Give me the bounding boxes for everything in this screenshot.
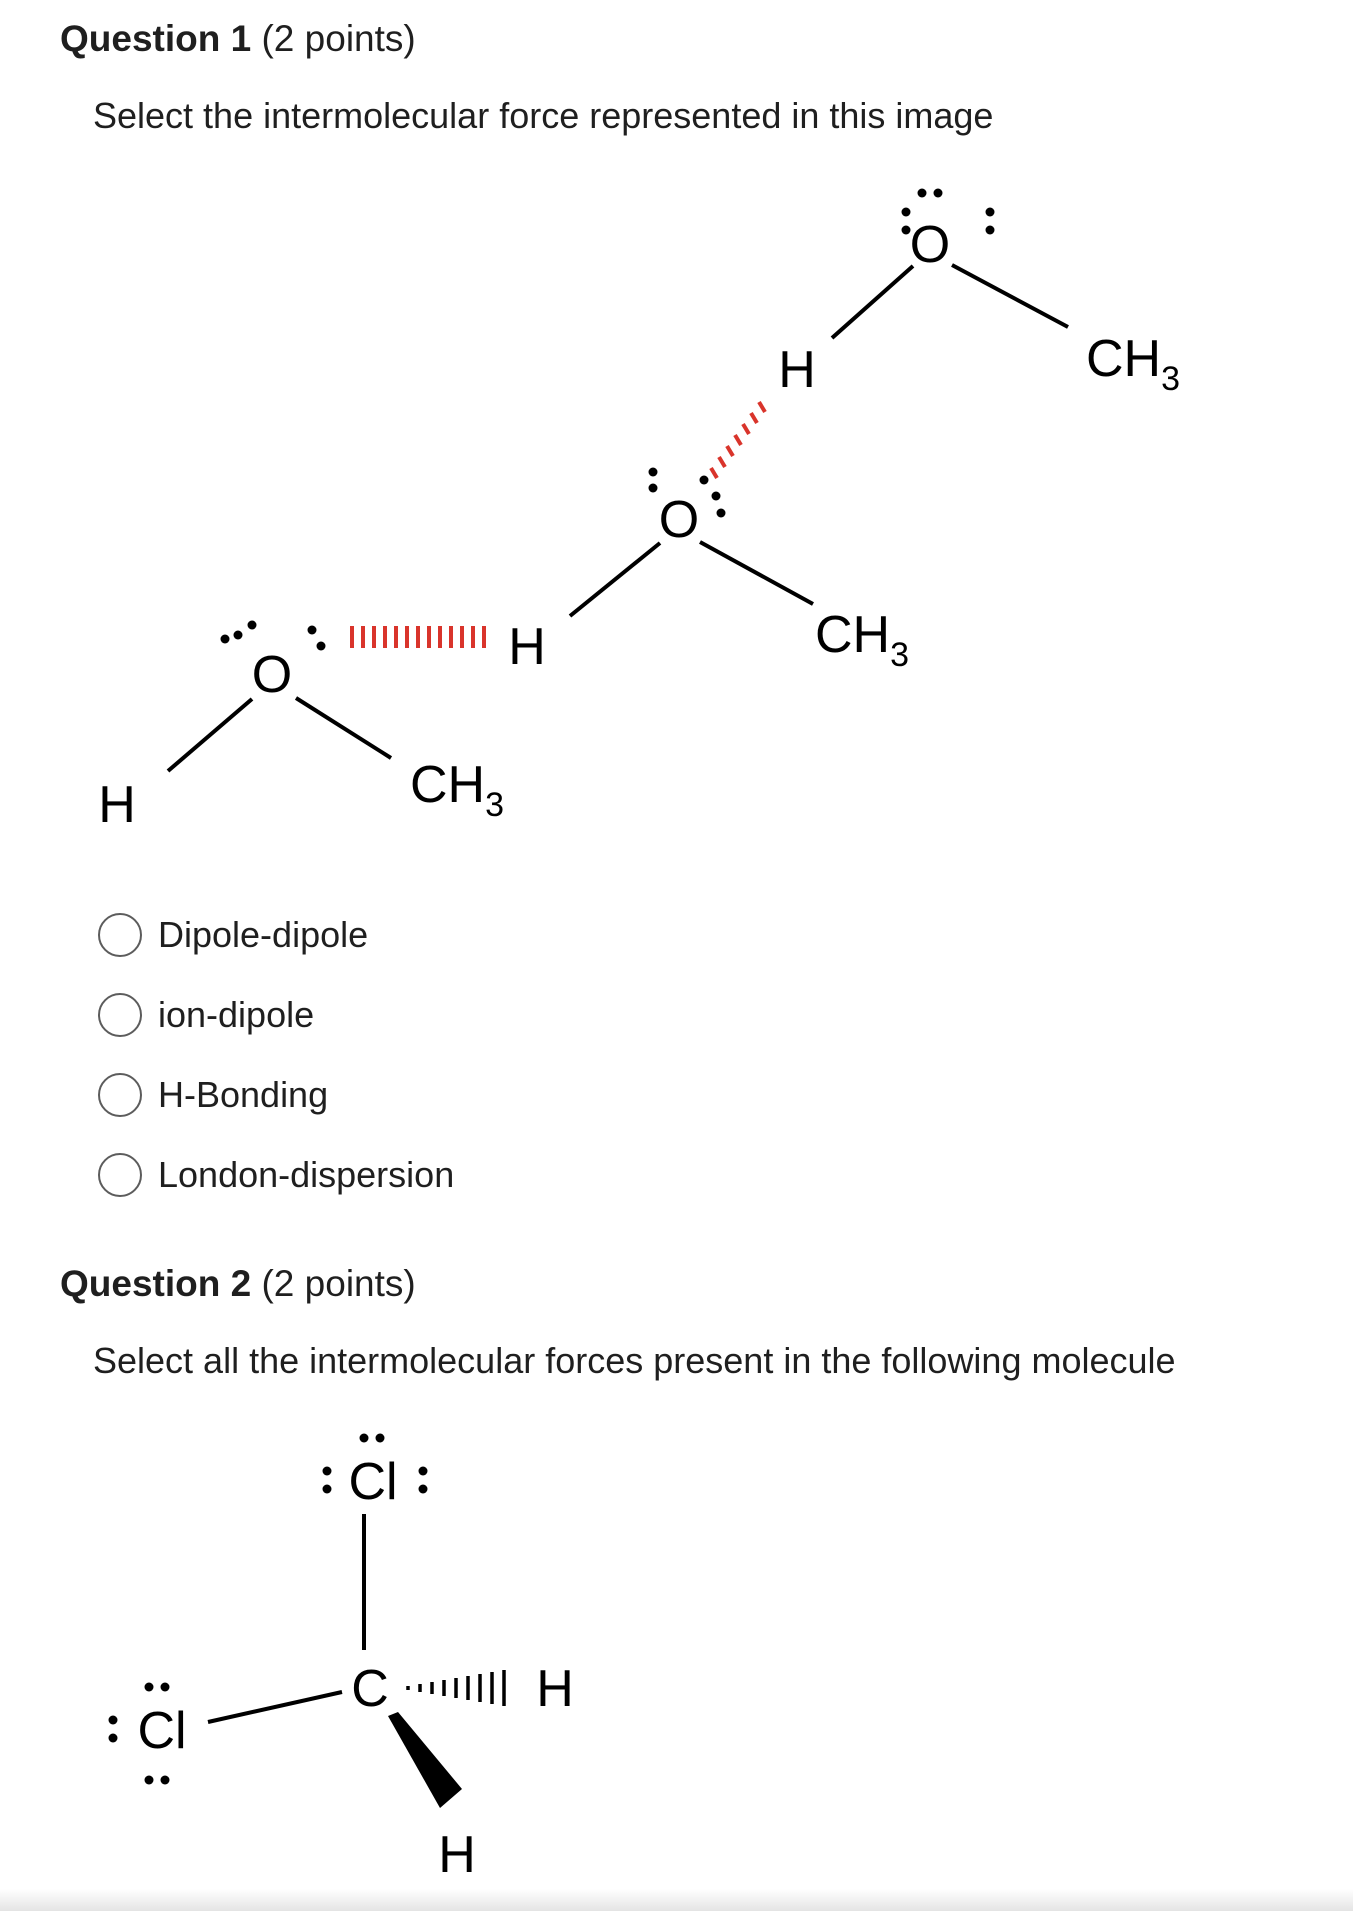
atom-h-top: H	[778, 341, 816, 399]
solid-wedge-bond	[388, 1712, 462, 1808]
radio-button[interactable]	[98, 1073, 142, 1117]
lone-pair-dot	[316, 641, 326, 651]
hydrogen-bond-dashes-lower	[350, 626, 486, 648]
lone-pair-dot	[322, 1466, 332, 1476]
question-1-heading: Question 1 (2 points)	[60, 17, 416, 61]
lone-pair-dot	[144, 1682, 154, 1692]
lone-pair-dot	[375, 1433, 385, 1443]
answer-label: London-dispersion	[158, 1154, 455, 1195]
atom-h-middle: H	[508, 618, 546, 676]
atom-h-bottom: H	[438, 1826, 476, 1884]
lone-pair-dot	[648, 467, 658, 477]
bond-o-ch3	[294, 696, 393, 760]
bond-o-h	[568, 541, 662, 618]
atom-cl-top: Cl	[348, 1453, 397, 1511]
answer-option-ion-dipole[interactable]: ion-dipole	[98, 975, 598, 1055]
bond-o-ch3	[699, 540, 814, 606]
atom-h-bottom: H	[98, 776, 136, 834]
subscript-label: 3	[485, 786, 504, 824]
bond-o-h	[830, 264, 915, 340]
lone-pair-dot	[985, 225, 995, 235]
question-2-heading: Question 2 (2 points)	[60, 1262, 416, 1306]
lone-pair-dot	[985, 207, 995, 217]
dichloromethane-structure-figure: Cl C H Cl H	[108, 1433, 574, 1884]
lone-pair-dot	[160, 1682, 170, 1692]
lone-pair-dot	[699, 475, 709, 485]
methanol-molecule-top: O H CH3	[778, 188, 1180, 399]
answer-option-dipole-dipole[interactable]: Dipole-dipole	[98, 895, 598, 975]
answer-label: ion-dipole	[158, 994, 315, 1035]
subscript-label: 3	[890, 636, 909, 674]
radio-button[interactable]	[98, 993, 142, 1037]
question-2-points: (2 points)	[261, 1263, 416, 1304]
lone-pair-dot	[917, 188, 927, 198]
lone-pair-dot	[359, 1433, 369, 1443]
lone-pair-dot	[901, 207, 911, 217]
answer-label: Dipole-dipole	[158, 914, 369, 955]
question-1-points: (2 points)	[261, 18, 416, 59]
ch-label: CH	[410, 756, 485, 814]
lone-pair-dot	[418, 1466, 428, 1476]
lone-pair-dot	[322, 1484, 332, 1494]
lone-pair-dot	[233, 630, 243, 640]
answer-option-h-bonding[interactable]: H-Bonding	[98, 1055, 598, 1135]
ch3-group-bottom: CH3	[410, 756, 504, 824]
lone-pair-dot	[160, 1775, 170, 1785]
hydrogen-bond-dashes-upper	[709, 400, 767, 480]
radio-button[interactable]	[98, 1153, 142, 1197]
bond-o-ch3	[951, 263, 1069, 329]
atom-c-center: C	[351, 1660, 389, 1718]
question-2-prompt: Select all the intermolecular forces pre…	[93, 1340, 1176, 1381]
subscript-label: 3	[1161, 360, 1180, 398]
methanol-molecule-bottom: O H CH3	[98, 620, 504, 834]
question-1-answer-list: Dipole-dipole ion-dipole H-Bonding Londo…	[98, 895, 598, 1215]
atom-o-top: O	[910, 216, 950, 274]
atom-o-middle: O	[659, 491, 699, 549]
bond-o-h	[166, 697, 254, 773]
lone-pair-dot	[933, 188, 943, 198]
hashed-wedge-bond	[406, 1670, 506, 1706]
ch-label: CH	[1086, 330, 1161, 388]
ch-label: CH	[815, 606, 890, 664]
lone-pair-dot	[901, 225, 911, 235]
atom-cl-left: Cl	[137, 1702, 186, 1760]
lone-pair-dot	[108, 1715, 118, 1725]
lone-pair-dot	[144, 1775, 154, 1785]
page-bottom-edge	[0, 1889, 1353, 1911]
atom-h-right: H	[536, 1660, 574, 1718]
methanol-molecule-middle: O H CH3	[508, 467, 909, 676]
answer-label: H-Bonding	[158, 1074, 329, 1115]
ch3-group-middle: CH3	[815, 606, 909, 674]
lone-pair-dot	[307, 625, 317, 635]
question-2-label: Question 2	[60, 1263, 252, 1304]
lone-pair-dot	[648, 483, 658, 493]
question-1-label: Question 1	[60, 18, 252, 59]
lone-pair-dot	[418, 1484, 428, 1494]
atom-o-bottom: O	[252, 646, 292, 704]
lone-pair-dot	[711, 491, 721, 501]
lone-pair-dot	[220, 634, 230, 644]
lone-pair-dot	[247, 620, 257, 630]
lone-pair-dot	[108, 1733, 118, 1743]
ch3-group-top: CH3	[1086, 330, 1180, 398]
bond-c-cl-left	[207, 1690, 343, 1724]
methanol-hydrogen-bonding-figure: O H CH3 O H CH3	[98, 188, 1180, 834]
question-1-prompt: Select the intermolecular force represen…	[93, 95, 994, 136]
radio-button[interactable]	[98, 913, 142, 957]
answer-option-london-dispersion[interactable]: London-dispersion	[98, 1135, 598, 1215]
lone-pair-dot	[716, 508, 726, 518]
